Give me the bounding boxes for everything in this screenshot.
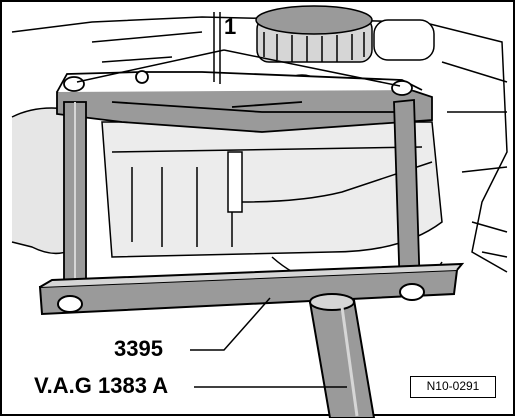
crossbar-3395 [38,262,465,316]
item-1-pointer [76,12,401,87]
support-post-vag-1383a [308,293,376,418]
leader-lines [190,297,347,388]
figure-reference-number: N10-0291 [410,376,496,398]
support-bracket [56,70,433,133]
leader-3395 [190,297,271,351]
tool-label-vag-1383a: V.A.G 1383 A [34,373,169,398]
left-support-rod [63,101,87,303]
tool-label-3395: 3395 [114,336,163,361]
oil-pan [101,121,443,295]
item-label-1: 1 [224,14,237,39]
